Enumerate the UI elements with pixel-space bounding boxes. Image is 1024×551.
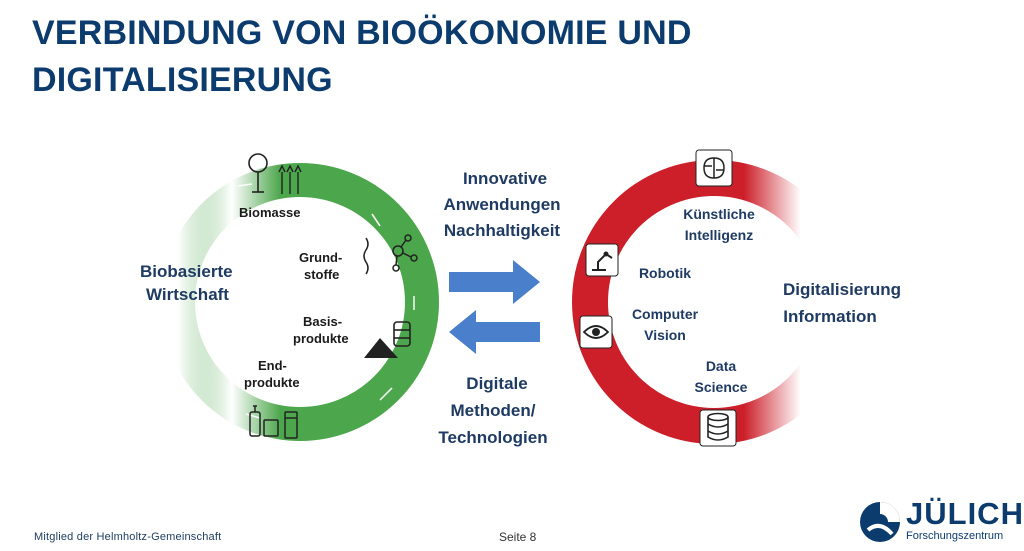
center-bottom-line1: Digitale <box>466 374 527 393</box>
database-icon <box>699 409 737 447</box>
item-ki-line1: Künstliche <box>683 206 755 222</box>
page-number: Seite 8 <box>499 530 537 544</box>
right-heading-line2: Information <box>783 307 877 326</box>
item-ds-line1: Data <box>706 358 737 374</box>
arrow-left <box>449 310 540 354</box>
stage-biomasse: Biomasse <box>239 205 300 220</box>
slide-title: VERBINDUNG VON BIOÖKONOMIE UND DIGITALIS… <box>32 10 752 104</box>
stage-endprodukte-line1: End- <box>258 358 287 373</box>
barrel-icon <box>393 321 411 347</box>
robot-arm-icon <box>585 243 619 277</box>
brain-icon <box>695 149 733 187</box>
left-heading-line2: Wirtschaft <box>146 285 229 304</box>
slide-title-line1: VERBINDUNG VON BIOÖKONOMIE UND <box>32 14 692 52</box>
left-heading-line1: Biobasierte <box>140 262 233 281</box>
item-cv-line1: Computer <box>632 306 699 322</box>
stage-basisprodukte-line1: Basis- <box>303 314 342 329</box>
stage-grundstoffe-line2: stoffe <box>304 267 339 282</box>
juelich-logo: JÜLICH Forschungszentrum <box>858 496 1024 546</box>
stage-basisprodukte-line2: produkte <box>293 331 349 346</box>
tree-icon <box>248 153 268 193</box>
juelich-logo-word: JÜLICH <box>906 496 1024 531</box>
bioeconomy-cycle-ring <box>161 163 439 441</box>
stage-grundstoffe-line1: Grund- <box>299 250 342 265</box>
stage-endprodukte-line2: produkte <box>244 375 300 390</box>
right-heading-line1: Digitalisierung <box>783 280 901 299</box>
item-cv-line2: Vision <box>644 327 686 343</box>
pile-icon <box>364 338 398 358</box>
slide-title-line2: DIGITALISIERUNG <box>32 61 333 99</box>
center-top-line3: Nachhaltigkeit <box>444 221 561 240</box>
package-icon <box>284 411 298 439</box>
center-bottom-line2: Methoden/ <box>451 401 536 420</box>
wheat-icon <box>278 164 302 194</box>
helmholtz-member-text: Mitglied der Helmholtz-Gemeinschaft <box>34 531 222 543</box>
juelich-logo-mark <box>860 502 900 542</box>
center-top-line2: Anwendungen <box>443 195 560 214</box>
item-ki-line2: Intelligenz <box>685 227 753 243</box>
eye-icon <box>579 315 613 349</box>
juelich-logo-sub: Forschungszentrum <box>906 530 1004 542</box>
center-top-line1: Innovative <box>463 169 547 188</box>
bottle-icon <box>249 405 279 437</box>
item-ds-line2: Science <box>695 379 748 395</box>
molecule-icon <box>363 234 418 275</box>
arrow-right <box>449 260 540 304</box>
center-bottom-line3: Technologien <box>438 428 547 447</box>
item-robotik: Robotik <box>639 265 691 281</box>
